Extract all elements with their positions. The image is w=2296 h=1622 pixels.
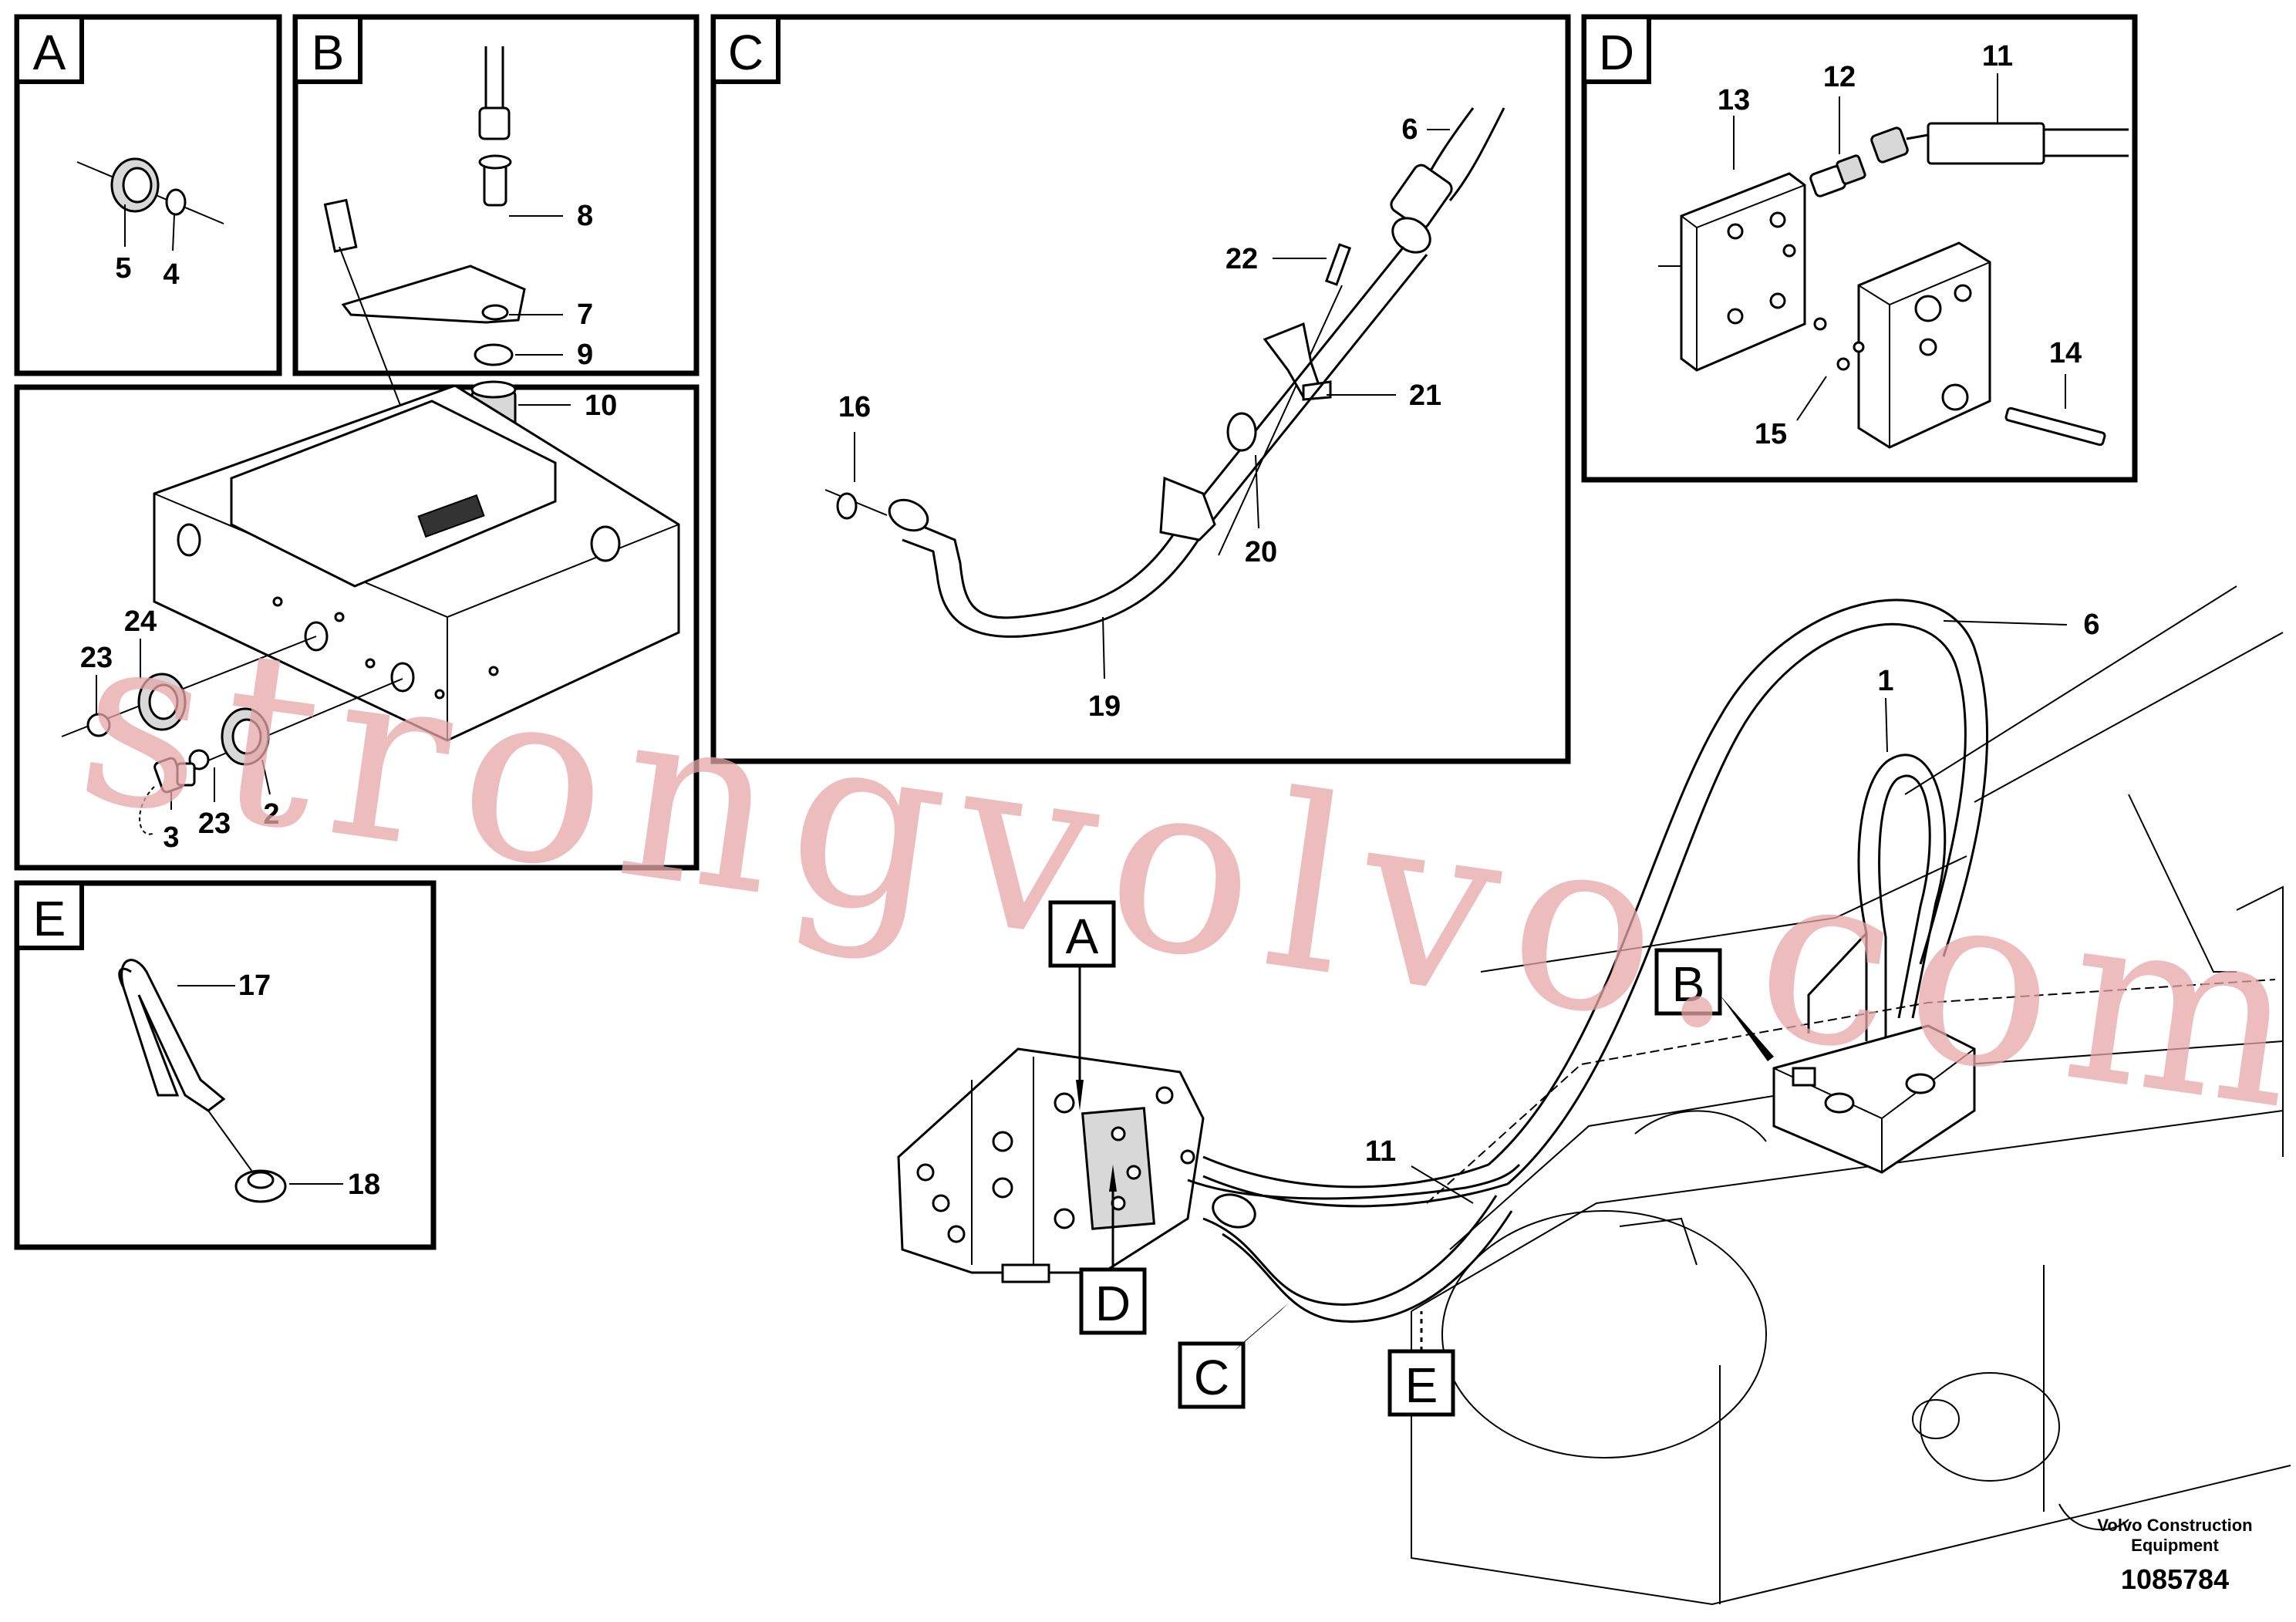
callout-b: B (1654, 948, 1774, 1061)
label-part-6-detail: 6 (1401, 113, 1418, 146)
hose-part-1 (1807, 754, 1947, 1041)
callout-d: D (1079, 1165, 1147, 1335)
detail-panel-d: D 13 12 11 (1581, 14, 2138, 483)
panel-c-tab (711, 15, 781, 84)
grommet-part-18 (234, 1169, 287, 1203)
label-part-23-upper: 23 (80, 642, 113, 674)
label-part-16: 16 (838, 391, 871, 423)
main-assembly-view: 6 1 11 A (897, 585, 2291, 1606)
callout-d-letter: D (1095, 1276, 1131, 1331)
oring-part-16 (836, 492, 858, 520)
company-line-1: Volvo Construction (2097, 1516, 2252, 1535)
label-part-11-detail: 11 (1982, 40, 2013, 73)
label-part-1-main: 1 (1877, 665, 1893, 697)
hose-fitting-part-8 (478, 46, 512, 207)
valve-block-main (1772, 1024, 1976, 1174)
label-part-4: 4 (163, 258, 179, 291)
bolt-part-22 (1218, 243, 1352, 556)
panel-b-tab (293, 15, 362, 84)
title-block: Volvo Construction Equipment 1085784 (2097, 1516, 2252, 1595)
valve-section-part-14 (1782, 241, 2106, 449)
detail-panel-e: E 17 18 (14, 880, 437, 1250)
valve-block (153, 384, 680, 742)
washer-part-9 (474, 343, 514, 366)
company-line-2: Equipment (2131, 1536, 2219, 1555)
panel-b-letter: B (312, 25, 345, 80)
fitting-part-5 (76, 157, 224, 224)
hose-part-6 (1390, 107, 1505, 254)
label-part-3: 3 (163, 821, 179, 854)
label-part-12: 12 (1823, 61, 1856, 93)
label-part-19: 19 (1088, 690, 1121, 723)
pump-assembly (897, 1047, 1205, 1283)
adapter-part-12 (1809, 154, 1866, 197)
label-part-17: 17 (238, 969, 271, 1002)
callout-c: C (1178, 1303, 1288, 1409)
panel-a-letter: A (33, 25, 66, 80)
callout-a: A (1048, 900, 1116, 1111)
plate-part-13 (1680, 172, 1806, 372)
panel-e-letter: E (33, 891, 66, 946)
label-part-2: 2 (263, 798, 279, 831)
drawing-number: 1085784 (2121, 1563, 2229, 1595)
label-part-10: 10 (585, 389, 617, 422)
pipe-part-11-main (1187, 1163, 1521, 1323)
panel-e-tab (15, 881, 84, 950)
hose-part-11 (1870, 122, 2129, 165)
callout-b-letter: B (1672, 956, 1705, 1012)
test-point-part-3 (139, 757, 196, 835)
panel-c-letter: C (728, 25, 764, 80)
oring-part-20 (1226, 412, 1257, 452)
clamp-part-21 (1263, 322, 1332, 401)
label-part-14: 14 (2049, 337, 2082, 369)
callout-e: E (1387, 1311, 1455, 1417)
hose-guard-part-17 (118, 959, 226, 1112)
callout-e-letter: E (1405, 1357, 1438, 1413)
machine-frame (1411, 585, 2291, 1606)
label-part-22: 22 (1226, 243, 1258, 275)
label-part-6-main: 6 (2083, 609, 2099, 641)
panel-d-letter: D (1599, 25, 1634, 80)
label-part-5: 5 (115, 252, 131, 285)
label-part-21: 21 (1409, 379, 1441, 412)
label-part-9: 9 (577, 339, 593, 371)
label-part-13: 13 (1718, 84, 1750, 116)
label-part-15: 15 (1755, 418, 1787, 450)
label-part-7: 7 (577, 298, 593, 331)
label-part-18: 18 (348, 1168, 380, 1201)
panel-d-tab (1582, 15, 1651, 84)
detail-panel-a: A 5 4 (14, 14, 282, 376)
hose-part-6-main (1202, 599, 1989, 1208)
detail-panel-b: B 8 7 9 10 (14, 14, 700, 871)
label-part-8: 8 (577, 200, 593, 232)
panel-a-tab (15, 15, 84, 84)
label-part-24: 24 (124, 605, 157, 638)
label-part-11-main: 11 (1365, 1135, 1396, 1168)
label-part-20: 20 (1245, 536, 1277, 568)
pipe-part-19 (888, 246, 1428, 638)
detail-panel-c: C 6 22 21 (710, 14, 1571, 764)
callout-c-letter: C (1194, 1350, 1229, 1405)
label-part-23-lower: 23 (198, 808, 231, 840)
callout-a-letter: A (1066, 909, 1099, 964)
plug-part-24 (86, 673, 187, 737)
